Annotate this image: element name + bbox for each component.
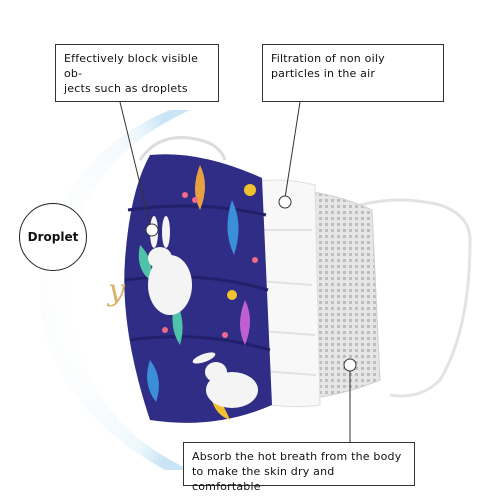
rabbit-bottom (192, 352, 258, 408)
droplet-badge: Droplet (19, 203, 87, 271)
ear-loop-left (138, 136, 227, 161)
floral-pattern (138, 165, 258, 420)
leader-line-block (119, 101, 151, 226)
callout-breath: Absorb the hot breath from the body to m… (183, 442, 415, 493)
callout-block-droplets: Effectively block visible ob- jects such… (55, 44, 219, 102)
callout-filtration-text: Filtration of non oily particles in the … (271, 52, 385, 80)
callout-breath-text: Absorb the hot breath from the body to m… (192, 450, 402, 493)
shield-arc (40, 110, 190, 470)
pointer-dot-breath (343, 358, 357, 372)
ear-loop-right (359, 198, 472, 398)
callout-filtration: Filtration of non oily particles in the … (262, 44, 444, 102)
leader-line-filtration (284, 101, 301, 199)
script-letter-y: y (106, 273, 126, 308)
rabbit-top (148, 216, 192, 315)
callout-block-text: Effectively block visible ob- jects such… (64, 52, 199, 95)
pointer-dot-filtration (278, 195, 292, 209)
pointer-dot-block (145, 223, 159, 237)
droplet-label: Droplet (27, 230, 79, 244)
